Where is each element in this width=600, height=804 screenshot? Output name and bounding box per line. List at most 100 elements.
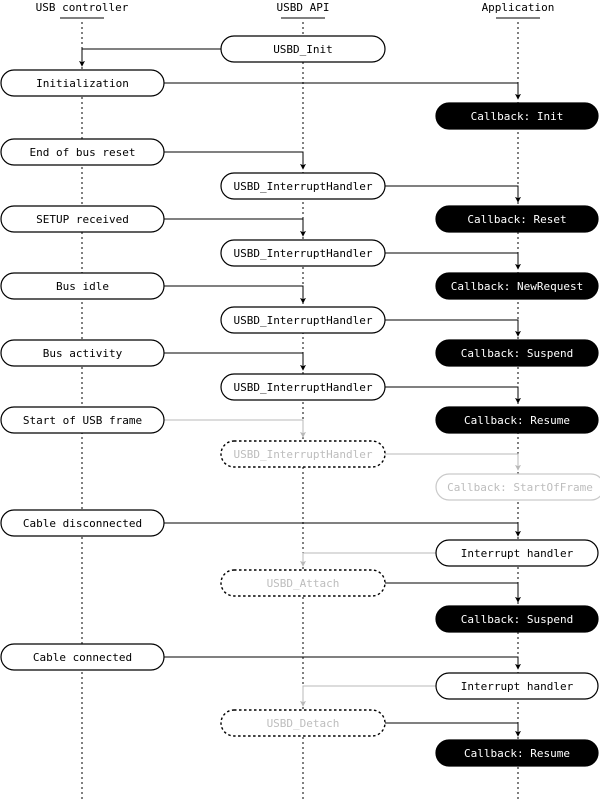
node-label: Callback: Suspend <box>461 347 574 360</box>
node-shape-solid <box>220 35 386 63</box>
node-n1[interactable]: USBD_Init <box>220 35 386 63</box>
node-shape-solid <box>0 643 165 671</box>
connector-n21-to-n22 <box>385 582 521 603</box>
node-n22[interactable]: Callback: Suspend <box>435 605 599 633</box>
node-label: Callback: Init <box>471 110 564 123</box>
connector-n7-to-n8 <box>164 218 306 237</box>
node-shape-filled <box>435 205 599 233</box>
node-n17[interactable]: USBD_InterruptHandler <box>220 440 386 468</box>
node-n23[interactable]: Cable connected <box>0 643 165 671</box>
node-shape-solid <box>0 205 165 233</box>
node-n8[interactable]: USBD_InterruptHandler <box>220 239 386 267</box>
node-shape-filled <box>435 605 599 633</box>
node-n4[interactable]: End of bus reset <box>0 138 165 166</box>
node-n6[interactable]: Callback: Reset <box>435 205 599 233</box>
connector-n10-to-n11 <box>164 285 306 304</box>
connector-n24-to-n25 <box>300 685 436 707</box>
node-shape-solid <box>0 509 165 537</box>
node-label: USBD_InterruptHandler <box>233 180 372 193</box>
node-label: Callback: Resume <box>464 414 570 427</box>
node-label: Callback: Resume <box>464 747 570 760</box>
node-shape-solid <box>0 138 165 166</box>
node-shape-dotted <box>220 709 386 737</box>
node-n18[interactable]: Callback: StartOfFrame <box>435 473 600 501</box>
node-shape-filled <box>435 406 599 434</box>
node-label: Cable connected <box>33 651 132 664</box>
node-shape-solid <box>220 172 386 200</box>
node-n7[interactable]: SETUP received <box>0 205 165 233</box>
node-label: USBD_InterruptHandler <box>233 381 372 394</box>
node-label: Callback: Suspend <box>461 613 574 626</box>
node-shape-filled <box>435 739 599 767</box>
node-n26[interactable]: Callback: Resume <box>435 739 599 767</box>
node-shape-solid <box>220 373 386 401</box>
node-n20[interactable]: Interrupt handler <box>435 539 599 567</box>
node-label: Interrupt handler <box>461 680 574 693</box>
node-n13[interactable]: Bus activity <box>0 339 165 367</box>
node-shape-solid <box>220 239 386 267</box>
node-shape-solid <box>435 672 599 700</box>
node-n14[interactable]: USBD_InterruptHandler <box>220 373 386 401</box>
node-shape-solid <box>220 306 386 334</box>
node-shape-filled <box>435 102 599 130</box>
connector-n16-to-n17 <box>164 419 306 438</box>
node-label: Callback: NewRequest <box>451 280 583 293</box>
node-n25[interactable]: USBD_Detach <box>220 709 386 737</box>
connector-n2-to-n3 <box>164 82 521 100</box>
node-shape-solid <box>0 339 165 367</box>
node-label: USBD_InterruptHandler <box>233 247 372 260</box>
node-shape-filled <box>435 339 599 367</box>
node-n16[interactable]: Start of USB frame <box>0 406 165 434</box>
node-label: USBD_InterruptHandler <box>233 448 372 461</box>
connector-n5-to-n6 <box>385 185 521 203</box>
connector-n17-to-n18 <box>385 453 521 471</box>
node-label: End of bus reset <box>30 146 136 159</box>
node-n21[interactable]: USBD_Attach <box>220 569 386 597</box>
connector-n4-to-n5 <box>164 151 306 170</box>
node-n9[interactable]: Callback: NewRequest <box>435 272 599 300</box>
node-n3[interactable]: Callback: Init <box>435 102 599 130</box>
node-shape-solid <box>0 406 165 434</box>
node-label: USBD_Attach <box>267 577 340 590</box>
connector-n11-to-n12 <box>385 319 521 337</box>
node-n12[interactable]: Callback: Suspend <box>435 339 599 367</box>
node-label: Callback: Reset <box>467 213 566 226</box>
node-shape-solid <box>0 69 165 97</box>
node-n5[interactable]: USBD_InterruptHandler <box>220 172 386 200</box>
column-title-application: Application <box>482 1 555 14</box>
node-label: Bus activity <box>43 347 123 360</box>
node-shape-dotted <box>220 440 386 468</box>
connector-n14-to-n15 <box>385 386 521 404</box>
node-label: Cable disconnected <box>23 517 142 530</box>
connector-n13-to-n14 <box>164 352 306 371</box>
node-label: Start of USB frame <box>23 414 142 427</box>
column-title-api: USBD API <box>277 1 330 14</box>
connections-layer <box>79 48 521 737</box>
node-n2[interactable]: Initialization <box>0 69 165 97</box>
node-label: Callback: StartOfFrame <box>447 481 593 494</box>
node-label: USBD_Init <box>273 43 333 56</box>
node-n19[interactable]: Cable disconnected <box>0 509 165 537</box>
node-shape-solid <box>435 539 599 567</box>
node-n15[interactable]: Callback: Resume <box>435 406 599 434</box>
node-n11[interactable]: USBD_InterruptHandler <box>220 306 386 334</box>
connector-n8-to-n9 <box>385 252 521 270</box>
connector-n19-to-n20 <box>164 522 521 537</box>
node-label: Bus idle <box>56 280 109 293</box>
node-label: USBD_InterruptHandler <box>233 314 372 327</box>
node-shape-solid <box>0 272 165 300</box>
connector-n23-to-n24 <box>164 656 521 670</box>
column-title-controller: USB controller <box>36 1 129 14</box>
node-shape-dotted <box>220 569 386 597</box>
node-label: Interrupt handler <box>461 547 574 560</box>
node-n24[interactable]: Interrupt handler <box>435 672 599 700</box>
node-shape-filled <box>435 272 599 300</box>
connector-n20-to-n21 <box>300 552 436 567</box>
node-n10[interactable]: Bus idle <box>0 272 165 300</box>
node-shape-ghost <box>435 473 600 501</box>
node-label: USBD_Detach <box>267 717 340 730</box>
column-headers-layer: USB controller USBD API Application <box>36 1 555 19</box>
